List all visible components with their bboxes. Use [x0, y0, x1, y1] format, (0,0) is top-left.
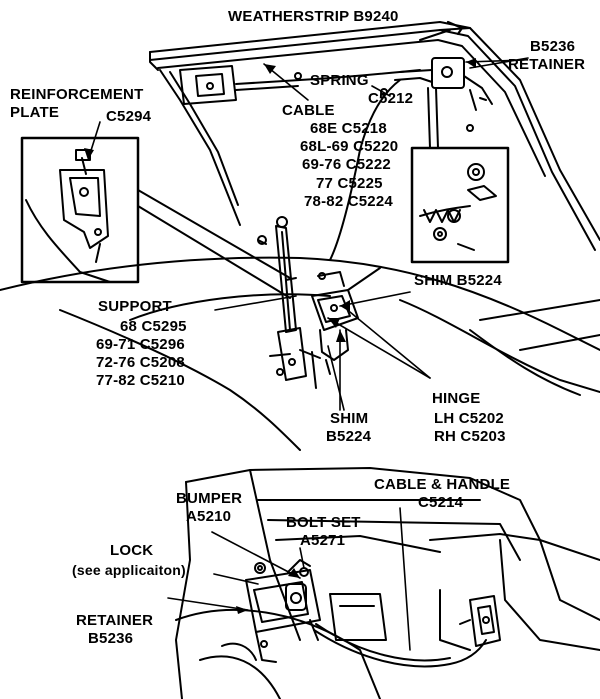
label-support-part-0: 68 C5295 — [120, 318, 187, 335]
label-bumper-part: A5210 — [186, 508, 232, 525]
lock-assembly — [245, 559, 321, 663]
label-cable-part-0: 68E C5218 — [310, 120, 387, 137]
label-bolt-set: BOLT SET — [286, 514, 361, 531]
label-support-part-3: 77-82 C5210 — [96, 372, 185, 389]
label-support-part-1: 69-71 C5296 — [96, 336, 185, 353]
label-reinforcement-part: C5294 — [106, 108, 152, 125]
label-shim-bottom: SHIM — [330, 410, 369, 427]
label-cable-part-4: 78-82 C5224 — [304, 193, 393, 210]
support-hinge — [257, 216, 381, 389]
label-hinge-rh: RH C5203 — [434, 428, 506, 445]
label-cable-part-2: 69-76 C5222 — [302, 156, 391, 173]
label-cable-handle-part: C5214 — [418, 494, 464, 511]
label-bumper: BUMPER — [176, 490, 243, 507]
hood-outline — [149, 20, 600, 251]
label-lock-note: (see applicaiton) — [72, 562, 186, 578]
label-hinge: HINGE — [432, 390, 481, 407]
label-support-part-2: 72-76 C5208 — [96, 354, 185, 371]
spring-inset — [410, 87, 510, 264]
label-support: SUPPORT — [98, 298, 172, 315]
label-cable-part-3: 77 C5225 — [316, 175, 383, 192]
label-retainer-bottom-part: B5236 — [88, 630, 134, 647]
label-bolt-set-part: A5271 — [300, 532, 346, 549]
body-curves — [0, 256, 600, 451]
label-cable: CABLE — [282, 102, 335, 119]
label-cable-part-1: 68L-69 C5220 — [300, 138, 399, 155]
release-cable — [313, 595, 501, 668]
label-shim-top: SHIM B5224 — [414, 272, 502, 289]
label-weatherstrip: WEATHERSTRIP B9240 — [228, 8, 399, 25]
label-lock: LOCK — [110, 542, 154, 559]
label-cable-handle: CABLE & HANDLE — [374, 476, 511, 493]
label-hinge-lh: LH C5202 — [434, 410, 504, 427]
label-plate: PLATE — [10, 104, 60, 121]
label-shim-bottom-part: B5224 — [326, 428, 372, 445]
leader-lines-bottom — [167, 507, 411, 651]
arrow-heads-bottom — [236, 568, 300, 614]
label-spring-part: C5212 — [368, 90, 414, 107]
reinforcement-inset — [20, 136, 291, 299]
arrow-heads-top — [84, 58, 476, 342]
label-retainer-bottom: RETAINER — [76, 612, 154, 629]
bottom-body — [175, 467, 600, 699]
label-retainer-top: RETAINER — [508, 56, 586, 73]
label-spring: SPRING — [310, 72, 369, 89]
label-retainer-part-top: B5236 — [530, 38, 576, 55]
hood-cable — [299, 69, 421, 261]
label-reinforcement: REINFORCEMENT — [10, 86, 144, 103]
hood-corner-bracket — [179, 65, 301, 105]
